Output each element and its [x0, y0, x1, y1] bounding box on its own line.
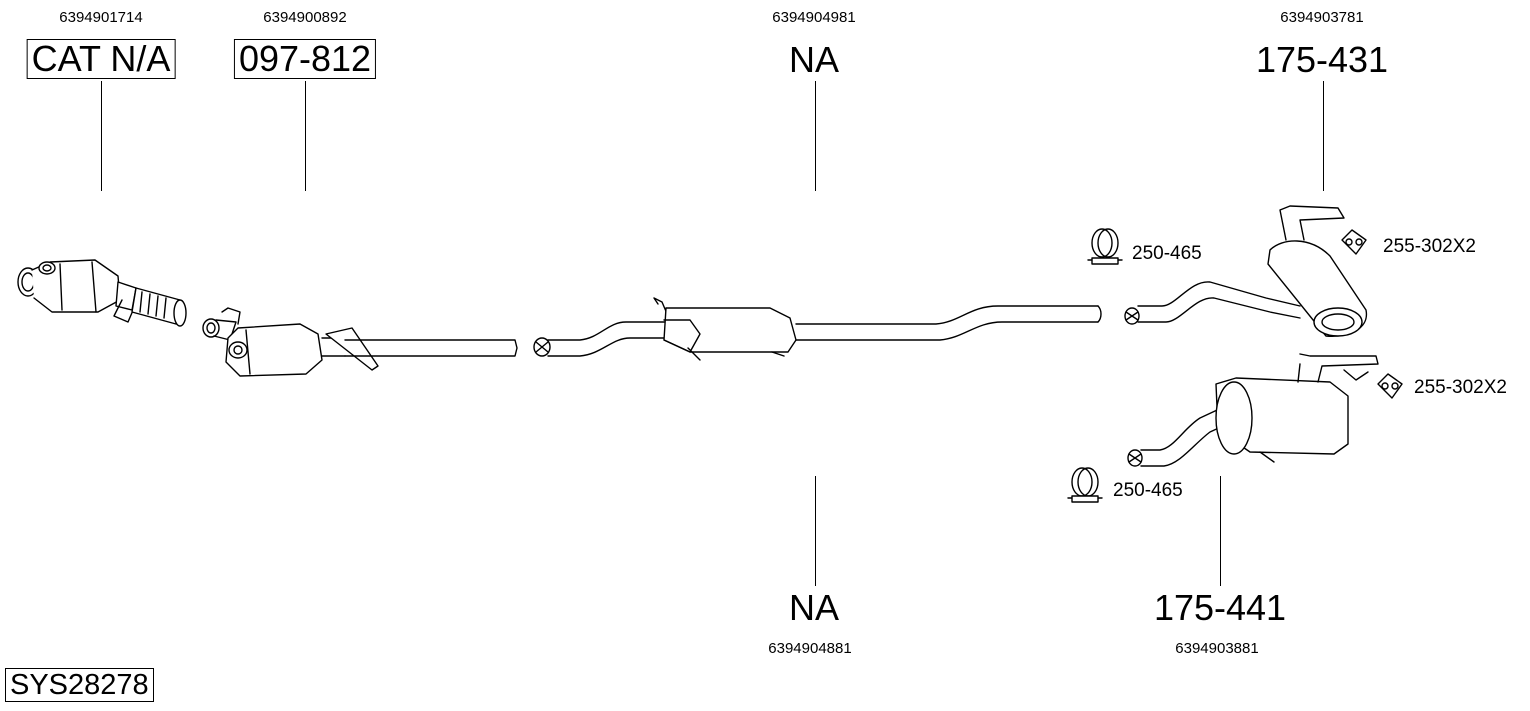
clamp-icon-top[interactable] [1087, 228, 1123, 265]
part-number-rear-bottom[interactable]: 175-441 [1153, 587, 1287, 628]
part-number-middle-bottom[interactable]: NA [788, 587, 840, 628]
rubber-mount-label-top[interactable]: 255-302X2 [1383, 236, 1476, 257]
leader-line-middle-top [815, 81, 816, 191]
rear-silencer-bottom[interactable] [1127, 353, 1379, 467]
middle-silencer[interactable] [533, 297, 1102, 361]
leader-line-middle-bottom [815, 476, 816, 586]
rear-silencer-top[interactable] [1124, 205, 1368, 337]
clamp-label-bottom[interactable]: 250-465 [1113, 480, 1183, 501]
part-number-dpf[interactable]: 097-812 [233, 39, 377, 79]
rubber-mount-icon-top[interactable] [1341, 229, 1367, 255]
particulate-filter[interactable] [202, 307, 518, 377]
oe-number-dpf: 6394900892 [263, 9, 347, 26]
rubber-mount-icon-bottom[interactable] [1377, 373, 1403, 399]
oe-number-rear-bottom: 6394903881 [1175, 640, 1259, 657]
clamp-icon-bottom[interactable] [1067, 467, 1103, 503]
leader-line-dpf [305, 81, 306, 191]
clamp-label-top[interactable]: 250-465 [1132, 243, 1202, 264]
oe-number-middle-bottom: 6394904881 [768, 640, 852, 657]
part-number-rear-top[interactable]: 175-431 [1255, 39, 1389, 80]
oe-number-cat: 6394901714 [59, 9, 143, 26]
oe-number-middle-top: 6394904981 [772, 9, 856, 26]
leader-line-rear-top [1323, 81, 1324, 191]
system-id: SYS28278 [5, 668, 154, 702]
rubber-mount-label-bottom[interactable]: 255-302X2 [1414, 377, 1507, 398]
leader-line-cat [101, 81, 102, 191]
oe-number-rear-top: 6394903781 [1280, 9, 1364, 26]
leader-line-rear-bottom [1220, 476, 1221, 586]
catalytic-converter[interactable] [17, 259, 187, 327]
part-number-cat[interactable]: CAT N/A [26, 39, 176, 79]
part-number-middle-top[interactable]: NA [788, 39, 840, 80]
